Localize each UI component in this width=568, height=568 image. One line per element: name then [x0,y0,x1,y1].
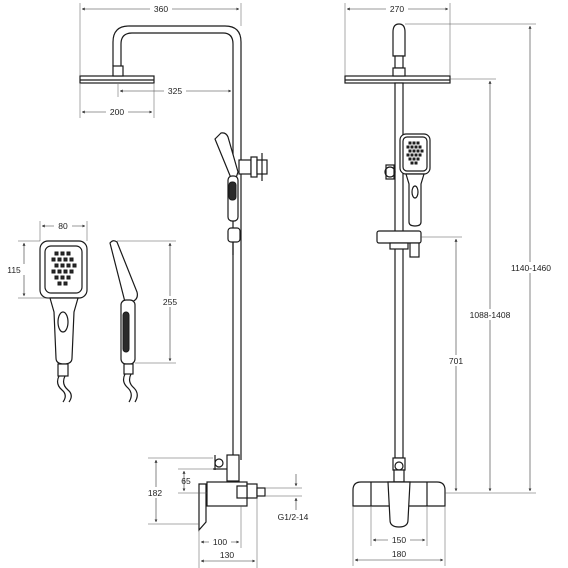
dim-325: 325 [168,86,182,96]
dim-360: 360 [154,4,168,14]
hand-shower-nozzle-pattern [51,251,77,286]
hand-shower-detail [39,240,138,403]
dim-200: 200 [110,107,124,117]
dim-1088-1408: 1088-1408 [470,310,511,320]
dim-270: 270 [390,4,404,14]
dim-100: 100 [213,537,227,547]
dim-1140-1460: 1140-1460 [511,263,551,273]
front-view [344,23,451,528]
dim-255: 255 [163,297,177,307]
dim-701: 701 [449,356,463,366]
hand-shower-side-head [109,240,138,303]
dim-thread-g12-14: G1/2-14 [278,512,309,522]
dim-65: 65 [181,476,191,486]
side-view [79,25,268,532]
dim-130: 130 [220,550,234,560]
side-hand-shower [214,132,239,179]
dimension-lines [18,3,536,568]
side-overhead-arm [112,25,242,460]
dimension-labels: 360 325 200 270 80 115 255 1140-1460 108… [7,3,553,560]
dim-80: 80 [58,221,68,231]
dim-182: 182 [148,488,162,498]
dim-115: 115 [7,265,21,275]
dim-180: 180 [392,549,406,559]
dim-150: 150 [392,535,406,545]
front-top-riser [392,23,406,57]
